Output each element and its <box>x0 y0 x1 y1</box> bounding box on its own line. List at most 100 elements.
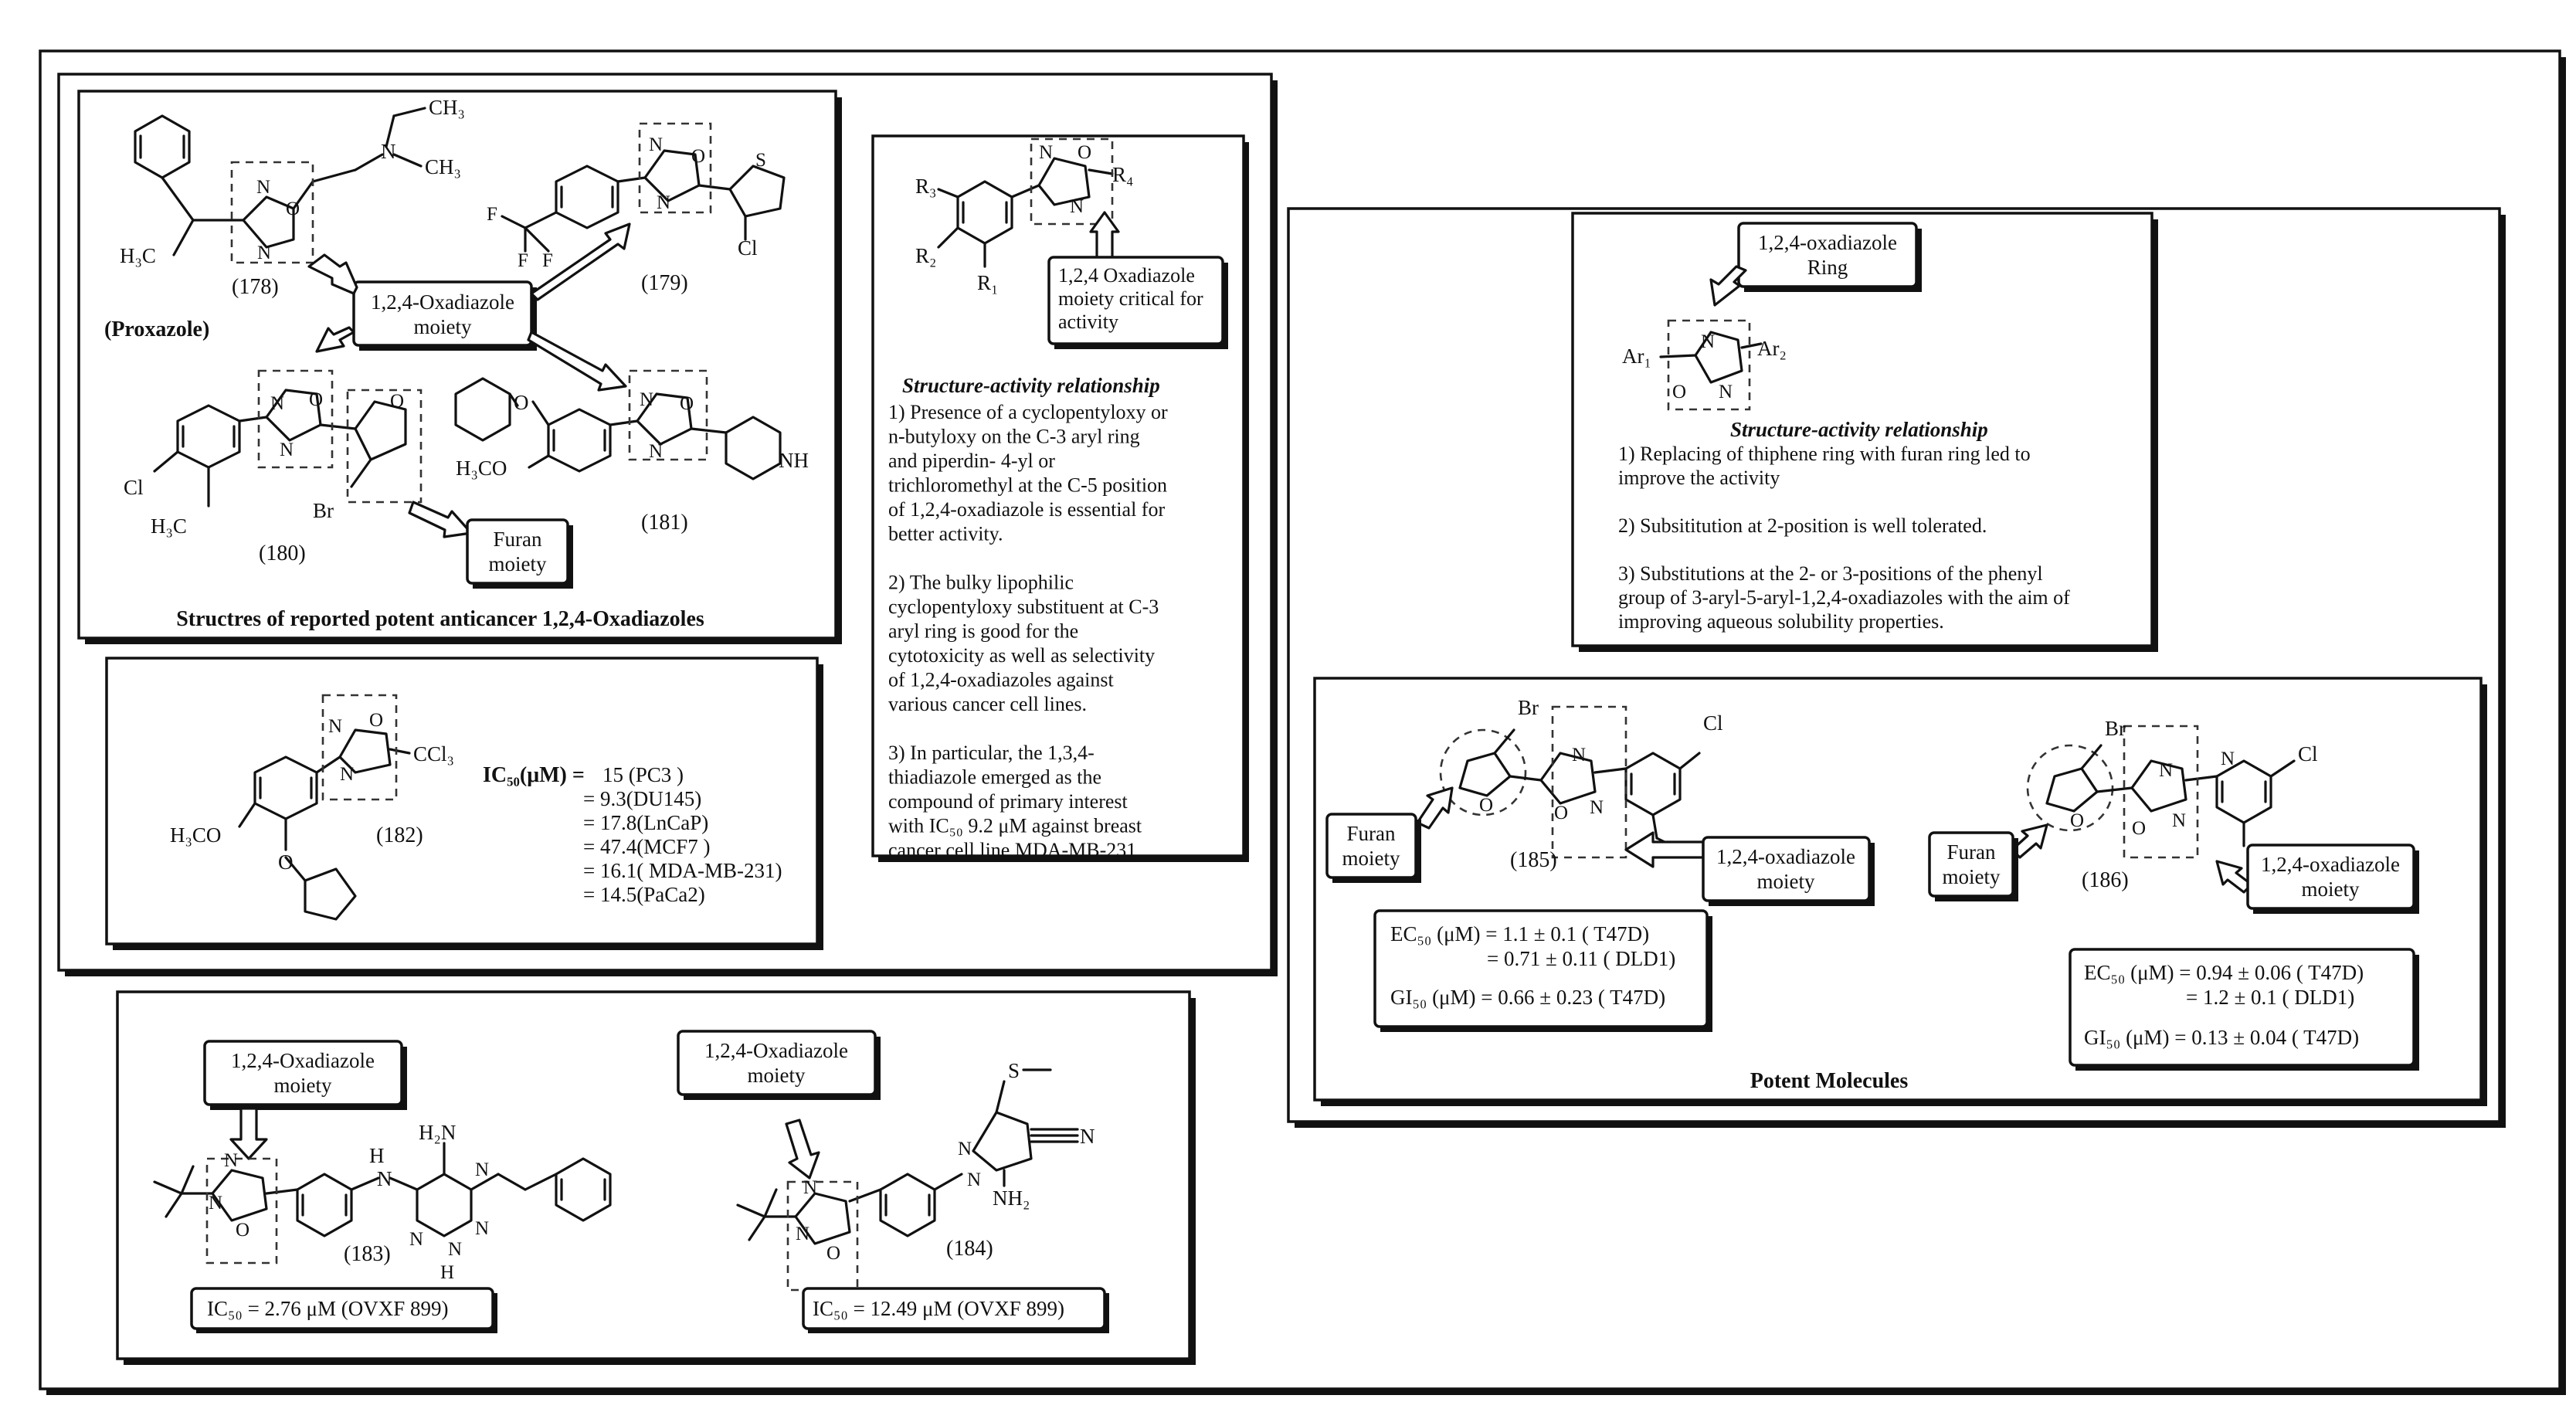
left-sar-line: of 1,2,4-oxadiazoles against <box>888 669 1114 691</box>
c183-arrow <box>229 1107 268 1160</box>
atom-label: N <box>2159 760 2173 781</box>
atom-label: N <box>803 1177 817 1198</box>
atom-label: Br <box>2105 717 2126 740</box>
c182-ic50-value: = 14.5(PaCa2) <box>583 883 705 906</box>
atom-label: O <box>691 146 705 167</box>
atom-label: O <box>309 389 323 410</box>
c184-arrow <box>785 1119 820 1180</box>
compound-number-185: (185) <box>1510 848 1557 872</box>
r-label: R₁ <box>977 271 998 294</box>
c183-moiety-box-line: moiety <box>274 1074 332 1097</box>
atom-label: O <box>1672 382 1686 402</box>
c182-ic50-value: 15 (PC3 ) <box>602 763 684 786</box>
atom-label: N <box>280 440 294 460</box>
r-label: R₄ <box>1112 163 1133 186</box>
compound-186-structure <box>2026 725 2296 859</box>
structures-caption: Structres of reported potent anticancer … <box>176 607 704 631</box>
ring-box-line: Ring <box>1807 256 1848 279</box>
atom-label: H₂N <box>419 1121 456 1144</box>
atom-label: O <box>1078 142 1091 163</box>
atom-label: O <box>514 391 529 414</box>
atom-label: Cl <box>1703 711 1723 735</box>
moiety-arrows <box>307 222 631 392</box>
atom-label: O <box>236 1220 249 1241</box>
atom-label: N <box>796 1224 809 1244</box>
left-sar-line: 2) The bulky lipophilic <box>888 572 1074 594</box>
atom-label: O <box>826 1243 840 1264</box>
critical-box-line: moiety critical for <box>1058 287 1203 310</box>
atom-label: N <box>1039 142 1053 163</box>
atom-label: N <box>2172 810 2186 831</box>
furan-box-line: Furan <box>494 528 542 551</box>
compound-number-184: (184) <box>946 1237 993 1261</box>
left-sar-text: 1) Presence of a cyclopentyloxy orn-buty… <box>888 401 1168 861</box>
ar-scaffold-structure <box>1659 319 1763 411</box>
c184-moiety-box-line: 1,2,4-Oxadiazole <box>704 1039 848 1062</box>
c185-furan-box-line: Furan <box>1347 822 1396 845</box>
atom-label: F <box>518 250 528 271</box>
moiety-box <box>352 280 533 347</box>
atom-label: N <box>958 1139 972 1159</box>
atom-label: O <box>390 391 404 412</box>
critical-box-line: activity <box>1058 311 1118 333</box>
c185-result-line: GI₅₀ (μM) = 0.66 ± 0.23 ( T47D) <box>1390 986 1665 1009</box>
ring-box <box>1737 222 1918 288</box>
c186-moiety-arrow <box>2215 860 2253 894</box>
c182-panel <box>105 657 819 945</box>
c186-result-line: = 1.2 ± 0.1 ( DLD1) <box>2186 986 2354 1009</box>
atom-label: O <box>2070 810 2084 831</box>
atom-label: S <box>755 150 766 171</box>
atom-label: N <box>377 1167 392 1190</box>
c184-result: IC₅₀ = 12.49 μM (OVXF 899) <box>813 1297 1064 1320</box>
c186-results-box <box>2069 948 2415 1067</box>
atom-label: N <box>649 134 663 155</box>
c186-moiety-box <box>2246 844 2415 910</box>
c185-moiety-box <box>1702 836 1871 902</box>
c185-result-line: = 0.71 ± 0.11 ( DLD1) <box>1487 947 1675 970</box>
compound-number-182: (182) <box>376 823 423 847</box>
atom-label: N <box>256 177 270 198</box>
atom-label: N <box>224 1150 238 1171</box>
atom-label: N <box>257 243 271 263</box>
c183-result-box <box>190 1287 494 1330</box>
left-sar-line: cyclopentyloxy substituent at C-3 <box>888 596 1159 618</box>
left-sar-title: Structure-activity relationship <box>902 374 1160 397</box>
atom-label: NH <box>779 449 809 472</box>
c186-furan-arrow <box>2011 823 2048 859</box>
atom-label: F <box>487 204 497 225</box>
left-sar-line: with IC₅₀ 9.2 μM against breast <box>888 815 1142 837</box>
structures-panel <box>77 90 837 640</box>
compound-number-181: (181) <box>641 511 688 535</box>
atom-label: NH₂ <box>993 1186 1030 1210</box>
atom-label: H₃CO <box>456 457 507 480</box>
left-sar-line: compound of primary interest <box>888 790 1128 813</box>
c182-ic50-value: = 47.4(MCF7 ) <box>583 835 711 858</box>
atom-label: N <box>967 1169 981 1190</box>
atom-label: Ar₁ <box>1622 345 1651 368</box>
critical-box-line: 1,2,4 Oxadiazole <box>1058 264 1195 287</box>
atom-label: H <box>369 1144 385 1167</box>
atom-label: N <box>1572 745 1586 766</box>
atom-label: N <box>328 716 342 737</box>
left-sar-line: various cancer cell lines. <box>888 693 1087 715</box>
atom-label: N <box>649 441 663 462</box>
compound-178-structure <box>134 107 426 264</box>
c182-ic50-label: IC₅₀(μM) = <box>483 763 585 787</box>
compound-181-structure <box>454 369 782 480</box>
atom-label: N <box>381 140 396 163</box>
compound-182-structure <box>238 694 411 921</box>
r-label: R₂ <box>915 244 936 267</box>
left-sar-line: thiadiazole emerged as the <box>888 766 1101 789</box>
right-sar-title: Structure-activity relationship <box>1730 418 1988 441</box>
c186-moiety-box-line: moiety <box>2302 878 2360 901</box>
c186-result-line: GI₅₀ (μM) = 0.13 ± 0.04 ( T47D) <box>2084 1026 2359 1049</box>
atom-label: N <box>640 389 653 410</box>
c186-furan-box-line: moiety <box>1943 865 2001 888</box>
potent-caption: Potent Molecules <box>1750 1069 1909 1093</box>
proxazole-label: (Proxazole) <box>104 317 209 341</box>
c186-result-line: EC₅₀ (μM) = 0.94 ± 0.06 ( T47D) <box>2084 961 2364 984</box>
moiety-box-line: 1,2,4-Oxadiazole <box>371 290 514 314</box>
atom-label: CH₃ <box>429 96 465 119</box>
atom-label: CH₃ <box>425 155 461 178</box>
